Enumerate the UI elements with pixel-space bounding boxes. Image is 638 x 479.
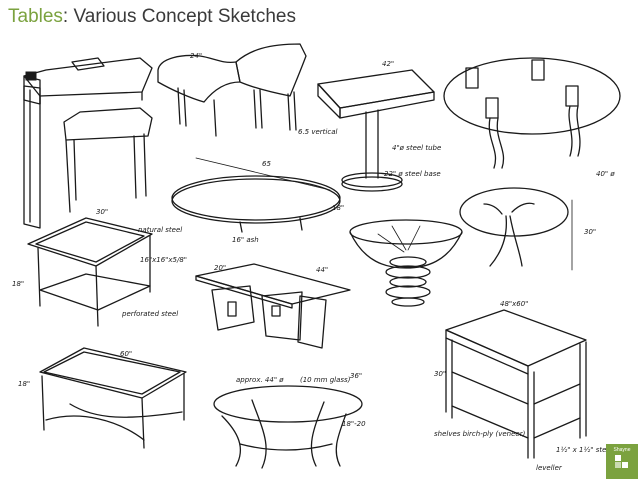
title-separator: : — [62, 6, 74, 27]
note-10mm-glass: (10 mm glass) — [300, 376, 351, 384]
sketch-oval-coffee-table: 65 18" 16" ash — [171, 157, 344, 244]
sketch-nesting-tables — [23, 57, 153, 229]
note-16-ash: 16" ash — [232, 236, 259, 244]
note-natural-steel: natural steel — [138, 226, 182, 234]
sketch-split-table: 6.5 vertical 24" — [157, 43, 338, 137]
sketch-shelf-cabinet: 48"x60" shelves birch-ply (veneer) level… — [434, 300, 613, 472]
note-16-height: 18" — [12, 280, 24, 288]
note-steel-section: 1½" x 1½" steel — [556, 446, 613, 454]
note-leveller: leveller — [536, 464, 563, 472]
note-18-20: 18"-20 — [342, 420, 366, 428]
sketch-glass-bowl-table — [349, 219, 463, 307]
sketch-branch-table: 30" — [459, 187, 596, 271]
note-30-cabinet: 30" — [434, 370, 446, 378]
slide-title: Tables: Various Concept Sketches — [8, 6, 296, 28]
note-approx-44: approx. 44" ø — [236, 376, 284, 384]
note-44: 44" — [316, 266, 328, 274]
sketch-oval-glass-bentwood: approx. 44" ø (10 mm glass) 18"-20 36" — [213, 372, 366, 469]
note-42: 42" — [382, 60, 394, 68]
note-40-dia: 40" ø — [596, 170, 615, 178]
sketch-round-glass-table: 40" ø — [443, 57, 621, 178]
note-20: 20" — [214, 264, 226, 272]
title-rest: Various Concept Sketches — [73, 6, 296, 27]
note-30-width: 30" — [96, 208, 108, 216]
note-shelves-birch: shelves birch-ply (veneer) — [434, 430, 526, 438]
note-18-height: 18" — [18, 380, 30, 388]
note-65: 65 — [262, 160, 271, 168]
note-perforated-steel: perforated steel — [121, 310, 178, 318]
note-30-height: 30" — [584, 228, 596, 236]
shayne-logo-icon — [615, 455, 628, 468]
note-24: 24" — [190, 52, 202, 60]
note-48x60: 48"x60" — [500, 300, 528, 308]
note-steel-tube: 4"ø steel tube — [392, 144, 441, 152]
note-steel-base: 22" ø steel base — [384, 170, 441, 178]
sketch-glass-shelf-table: 30" natural steel 16"x16"x5/8" perforate… — [12, 208, 187, 327]
note-6-5-vertical: 6.5 vertical — [298, 128, 338, 136]
logo-text: Shayne — [613, 447, 631, 453]
sketch-pedestal-console: 42" 4"ø steel tube 22" ø steel base — [317, 60, 441, 192]
shayne-logo: Shayne — [606, 444, 638, 479]
title-accent: Tables — [8, 6, 63, 27]
note-18: 18" — [332, 204, 344, 212]
note-36: 36" — [350, 372, 362, 380]
note-60: 60" — [120, 350, 132, 358]
note-16x16: 16"x16"x5/8" — [140, 256, 187, 264]
sketch-rect-coffee-table: 60" 18" — [18, 347, 187, 449]
sketch-folded-panel-table: 20" 44" — [195, 263, 351, 349]
